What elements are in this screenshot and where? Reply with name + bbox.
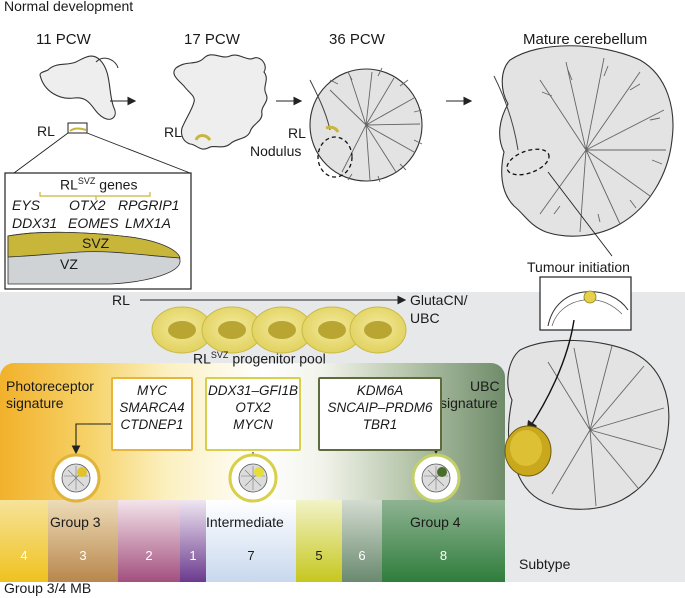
group4-label: Group 4 [410,514,461,530]
group3-label: Group 3 [50,514,101,530]
group4-tumour-icon [411,453,461,503]
stage-17pcw: 17 PCW [184,31,240,48]
gene-eomes: EOMES [68,215,119,231]
rl-arrow-label: RL [112,292,130,308]
embryo-17pcw [173,54,268,150]
group-mb-footer: Group 3/4 MB [4,580,92,596]
subtype-label-7: 7 [247,548,255,563]
intermediate-tumour-icon [228,453,278,503]
cerebellum-tumour [504,319,670,510]
normal-development-header: Normal development [4,0,134,14]
subtype-label-4: 4 [20,548,28,563]
stage-11pcw: 11 PCW [36,31,91,48]
subtype-bar [0,500,505,582]
subtype-segment-6 [342,500,382,582]
gene-otx2: OTX2 [69,197,106,213]
subtype-segment-3 [48,500,118,582]
subtype-label-6: 6 [358,548,366,563]
subtype-segment-7 [206,500,296,582]
subtype-label-2: 2 [145,548,153,563]
gene-eys: EYS [12,197,41,213]
cerebellum-mature [493,45,674,237]
stage-36pcw: 36 PCW [329,31,385,48]
gene-rpgrip1: RPGRIP1 [118,197,180,213]
svz-label: SVZ [82,235,110,251]
progenitor-pool-label: RLSVZ progenitor pool [193,350,326,367]
nodulus-label: Nodulus [250,143,302,159]
rl-label-36pcw: RL [288,125,306,141]
stage-mature-cerebellum: Mature cerebellum [523,31,648,48]
subtype-segment-2 [118,500,180,582]
subtype-segment-8 [382,500,505,582]
ubc-signature-label: signature [440,395,498,411]
photoreceptor-signature-label: signature [6,395,64,411]
inset-title: RLSVZ genes [60,176,138,193]
subtype-label-5: 5 [315,548,323,563]
subtype-label: Subtype [519,556,571,572]
ubc-signature-ubc: UBC [470,378,500,394]
glutacn-label: GlutaCN/ [410,292,468,308]
tumour-initiation-box [539,276,632,331]
subtype-segment-4 [0,500,48,582]
ubc-label: UBC [410,310,440,326]
cerebellum-36pcw [309,67,423,183]
subtype-label-1: 1 [189,548,197,563]
embryo-11pcw [13,55,191,174]
group3-tumour-icon [51,453,101,503]
subtype-segment-1 [180,500,206,582]
subtype-label-3: 3 [79,548,87,563]
vz-label: VZ [60,256,78,272]
subtype-segment-5 [296,500,342,582]
progenitor-pool [140,295,407,354]
gene-ddx31: DDX31 [12,215,58,231]
rl-label-17pcw: RL [164,124,182,140]
rl-label-11pcw: RL [37,123,55,139]
tumour-initiation-label: Tumour initiation [527,259,630,275]
gene-lmx1a: LMX1A [125,215,171,231]
subtype-label-8: 8 [439,548,448,563]
photoreceptor-label: Photoreceptor [6,378,94,394]
intermediate-label: Intermediate [206,514,284,530]
